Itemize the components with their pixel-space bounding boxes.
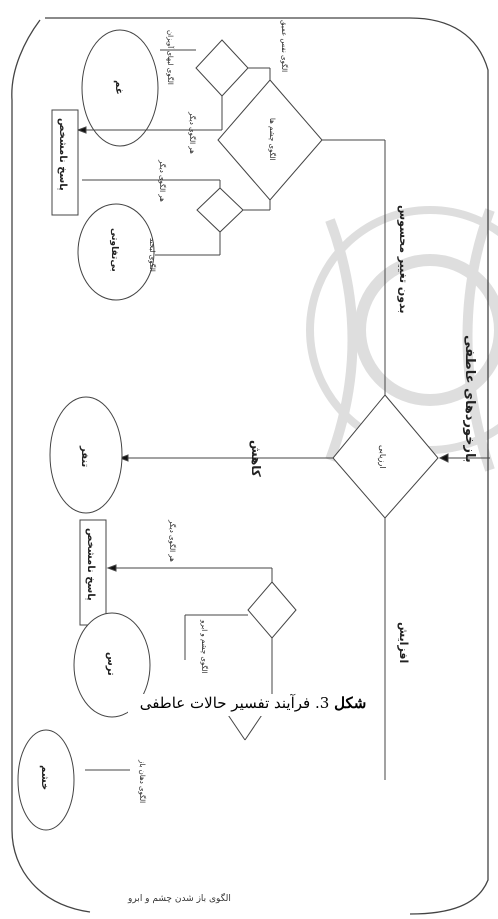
annotation-1: الگوی لبهای آویزان xyxy=(166,30,175,85)
annotation-3: الگوی لبخند xyxy=(148,238,157,272)
end-disgust-label: تنفر xyxy=(79,445,90,468)
response-box-2-label: پاسخ نامشخص xyxy=(85,528,96,601)
end-sad xyxy=(81,29,159,147)
branch-change-label: بدون تغییر محسوس xyxy=(397,205,410,314)
response-box-1-label: پاسخ نامشخص xyxy=(57,118,68,191)
end-bored xyxy=(77,203,155,301)
end-fear-label: ترس xyxy=(105,652,116,676)
border-right xyxy=(45,17,489,915)
annotation-8: هر الگوی دیگر xyxy=(168,519,177,562)
decision-mid xyxy=(196,187,244,233)
decision-lower xyxy=(247,581,297,639)
annotation-7: الگوی چشم و ابرو xyxy=(200,619,209,674)
root-decision-label: ارزیابی xyxy=(378,445,387,469)
caption-label: شکل xyxy=(334,694,367,712)
branch-decrease-label: کاهش xyxy=(249,440,263,477)
end-bored-label: بی‌تفاوتی xyxy=(109,228,119,272)
end-anger xyxy=(17,729,75,831)
annotation-2: هر الگوی دیگر xyxy=(188,111,197,154)
annotation-6: هر الگوی دیگر xyxy=(158,159,167,202)
end-disgust xyxy=(49,396,123,514)
border-left xyxy=(11,19,91,913)
response-box-1 xyxy=(51,109,79,216)
caption-number: 3 xyxy=(319,694,330,712)
footer-text: الگوی باز شدن چشم و ابرو xyxy=(128,894,231,904)
end-sad-label: غم xyxy=(113,80,124,95)
annotation-9: الگوی دهان باز xyxy=(138,759,147,803)
response-box-2 xyxy=(79,519,107,626)
caption-text: . فرآیند تفسیر حالات عاطفی xyxy=(139,694,320,712)
annotation-4: الگوی چشم ها xyxy=(268,118,277,161)
end-fear xyxy=(73,612,151,718)
root-label: بازخوردهای عاطفی xyxy=(462,335,477,463)
end-anger-label: خشم xyxy=(39,765,50,790)
decision-top xyxy=(195,39,249,97)
annotation-5: الگوی نفس عمیق xyxy=(280,20,289,72)
branch-increase-label: افزایش xyxy=(397,622,410,663)
figure-caption: شکل 3. فرآیند تفسیر حالات عاطفی xyxy=(128,694,378,716)
